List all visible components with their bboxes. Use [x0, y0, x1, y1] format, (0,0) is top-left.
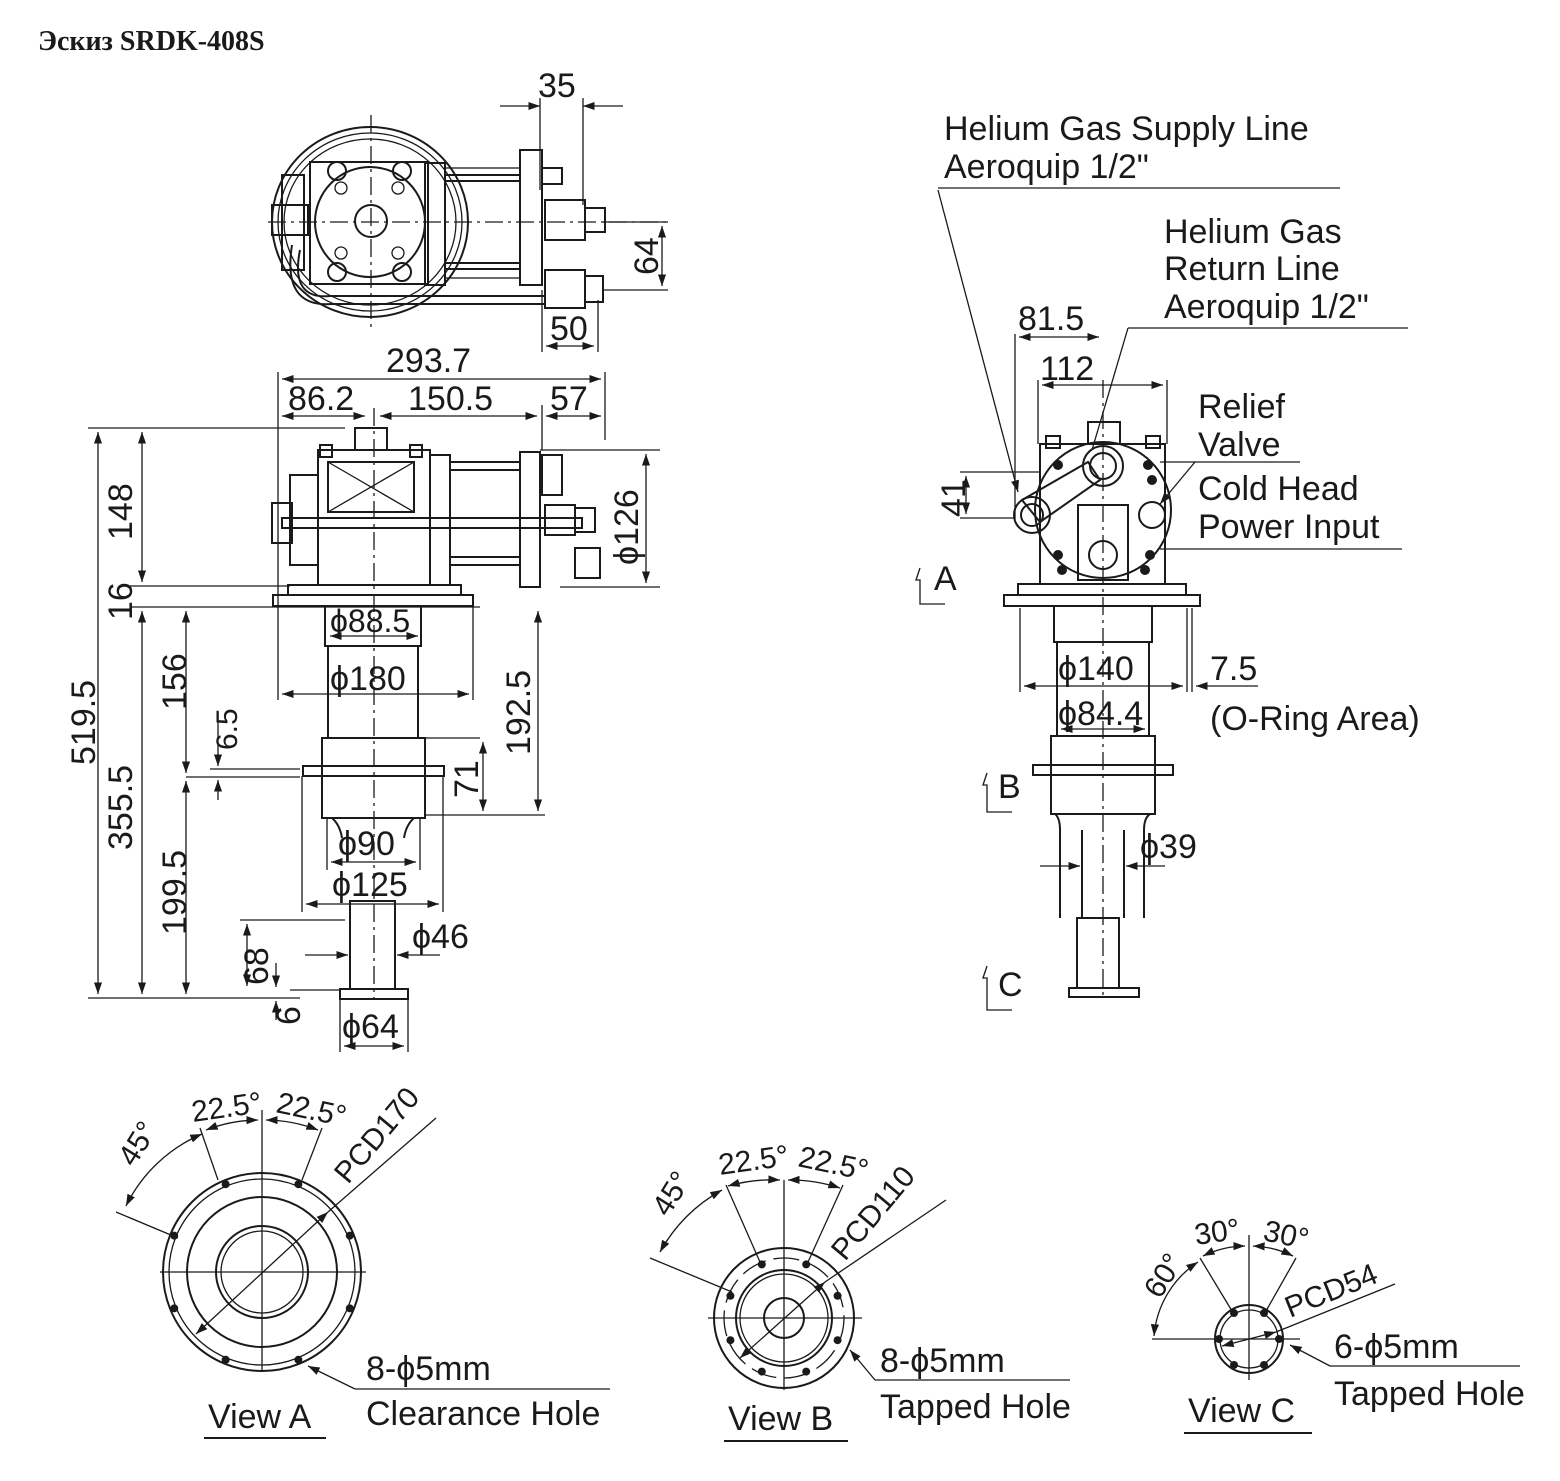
angle-22-5-left: 22.5° — [716, 1139, 790, 1181]
bolt-hole — [833, 1291, 842, 1300]
label-return-line-3: Aeroquip 1/2" — [1164, 288, 1369, 326]
dim-192-5: 192.5 — [500, 670, 538, 755]
label-power-1: Cold Head — [1198, 470, 1359, 508]
dim-dia-140: ϕ140 — [1058, 650, 1134, 688]
dim-57: 57 — [550, 380, 588, 418]
bolt-hole-pattern — [1215, 1309, 1283, 1369]
label-relief-2: Valve — [1198, 426, 1281, 464]
view-a-label: View A — [208, 1398, 312, 1436]
front-view: Helium Gas Supply Line Aeroquip 1/2" Hel… — [915, 110, 1420, 1011]
view-c-label: View C — [1188, 1392, 1295, 1430]
dim-dia-180: ϕ180 — [330, 660, 406, 698]
bolt-hole — [757, 1260, 766, 1269]
bolt-hole — [833, 1336, 842, 1345]
hole-spec: 8-ϕ5mm — [366, 1350, 491, 1388]
bolt-hole-pattern — [170, 1180, 354, 1364]
dim-dia-126: ϕ126 — [608, 489, 646, 565]
dim-150-5: 150.5 — [408, 380, 493, 418]
angle-22-5-left: 22.5° — [189, 1086, 263, 1128]
dim-355-5: 355.5 — [102, 765, 140, 850]
dim-dia-125: ϕ125 — [332, 866, 408, 904]
angle-22-5-right: 22.5° — [274, 1087, 350, 1134]
pcd-label: PCD170 — [328, 1081, 426, 1189]
view-a: 45° 22.5° 22.5° PCD170 8-ϕ5mm Clearance … — [112, 1081, 610, 1439]
bolt-hole — [726, 1336, 735, 1345]
angle-30-right: 30° — [1261, 1215, 1312, 1257]
dim-dia-88-5: ϕ88.5 — [330, 603, 410, 639]
dim-41: 41 — [935, 479, 973, 517]
dim-7-5: 7.5 — [1210, 650, 1257, 688]
label-oring-area: (O-Ring Area) — [1210, 700, 1420, 738]
side-view: 293.7 86.2 150.5 57 ϕ126 519.5 148 16 35… — [65, 342, 660, 1052]
bolt-hole — [802, 1367, 811, 1376]
pcd-label: PCD54 — [1280, 1258, 1382, 1325]
dim-519-5: 519.5 — [65, 680, 103, 765]
dim-156: 156 — [156, 653, 194, 710]
dim-dia-46: ϕ46 — [412, 918, 469, 956]
bolt-hole — [1230, 1309, 1238, 1318]
hole-type: Tapped Hole — [1334, 1375, 1525, 1413]
bolt-hole — [1275, 1335, 1283, 1343]
dim-86-2: 86.2 — [288, 380, 354, 418]
section-marker-b: B — [982, 768, 1021, 813]
label-return-line-2: Return Line — [1164, 250, 1340, 288]
view-c: 60° 30° 30° PCD54 6-ϕ5mm Tapped Hole Vie… — [1138, 1213, 1525, 1434]
bolt-hole-pattern — [726, 1260, 842, 1376]
svg-text:B: B — [998, 768, 1021, 806]
bolt-hole — [294, 1180, 303, 1189]
bolt-hole — [757, 1367, 766, 1376]
bolt-hole — [345, 1231, 354, 1240]
svg-text:C: C — [998, 966, 1023, 1004]
hole-type: Clearance Hole — [366, 1395, 600, 1433]
dim-dia-39: ϕ39 — [1140, 828, 1197, 866]
dim-64: 64 — [628, 237, 666, 275]
section-marker-a: A — [915, 560, 957, 605]
angle-30-left: 30° — [1192, 1213, 1242, 1252]
bolt-hole — [1215, 1335, 1223, 1343]
bolt-hole — [1260, 1309, 1268, 1318]
hole-spec: 6-ϕ5mm — [1334, 1328, 1459, 1366]
bolt-icon — [327, 161, 412, 282]
bolt-hole — [221, 1355, 230, 1364]
dim-6: 6 — [270, 1006, 308, 1025]
dim-50: 50 — [550, 310, 588, 348]
dim-71: 71 — [448, 760, 486, 798]
dim-dia-84-4: ϕ84.4 — [1058, 695, 1143, 733]
hole-type: Tapped Hole — [880, 1388, 1071, 1426]
bolt-icon — [1053, 460, 1157, 575]
angle-60: 60° — [1138, 1248, 1190, 1304]
bolt-hole — [170, 1304, 179, 1313]
section-marker-c: C — [982, 965, 1023, 1011]
top-view: 35 64 50 — [268, 67, 668, 352]
dim-148: 148 — [102, 483, 140, 540]
drawing-title: Эскиз SRDK-408S — [38, 26, 265, 57]
angle-45: 45° — [112, 1116, 164, 1172]
dim-overall-width: 293.7 — [386, 342, 471, 380]
bolt-hole — [1230, 1360, 1238, 1369]
view-b-label: View B — [728, 1400, 833, 1438]
bolt-hole — [726, 1291, 735, 1300]
dim-16: 16 — [102, 582, 140, 620]
dim-112: 112 — [1040, 350, 1094, 388]
dim-68: 68 — [238, 947, 276, 985]
hole-spec: 8-ϕ5mm — [880, 1342, 1005, 1380]
label-supply-line-2: Aeroquip 1/2" — [944, 148, 1149, 186]
dim-199-5: 199.5 — [156, 850, 194, 935]
bolt-hole — [221, 1180, 230, 1189]
dim-35: 35 — [538, 67, 576, 105]
svg-text:A: A — [934, 560, 957, 598]
dim-6-5: 6.5 — [211, 708, 244, 750]
dim-dia-64: ϕ64 — [342, 1008, 399, 1046]
label-relief-1: Relief — [1198, 388, 1285, 426]
bolt-hole — [345, 1304, 354, 1313]
view-b: 45° 22.5° 22.5° PCD110 8-ϕ5mm Tapped Hol… — [646, 1139, 1071, 1442]
label-supply-line-1: Helium Gas Supply Line — [944, 110, 1309, 148]
label-return-line-1: Helium Gas — [1164, 213, 1342, 251]
label-power-2: Power Input — [1198, 508, 1380, 546]
bolt-hole — [802, 1260, 811, 1269]
dim-81-5: 81.5 — [1018, 300, 1084, 338]
dim-dia-90: ϕ90 — [338, 825, 395, 863]
bolt-hole — [294, 1355, 303, 1364]
bolt-hole — [1260, 1360, 1268, 1369]
